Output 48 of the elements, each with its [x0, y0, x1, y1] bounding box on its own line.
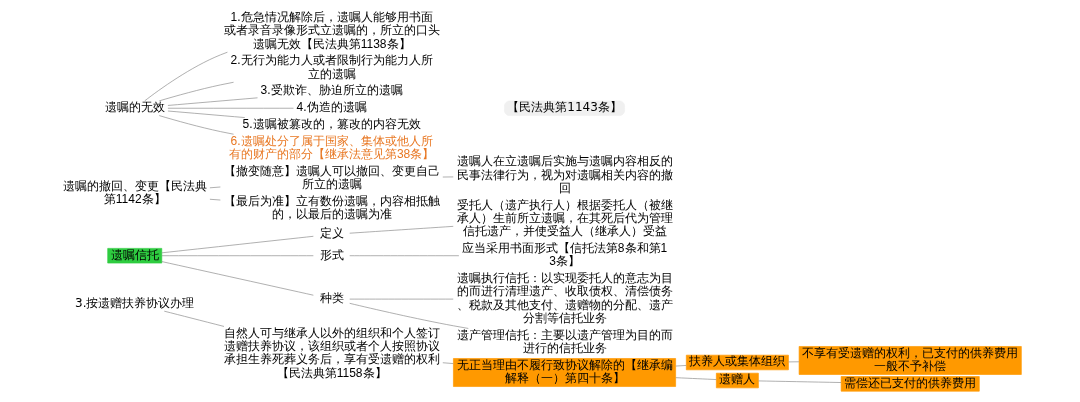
connector: [441, 176, 454, 178]
node-box: 遗赠人: [715, 372, 759, 389]
connector: [143, 51, 228, 102]
node-text: 遗嘱的撤回、变更【民法典第1142条】: [62, 178, 207, 207]
node-text: 1.危急情况解除后，遗嘱人能够用书面或者录音录像形式立遗嘱的，所立的口头遗嘱无效【民法典第1138条】: [223, 10, 440, 51]
node-text: 遗嘱的无效: [104, 100, 165, 115]
connector: [209, 186, 221, 189]
node-text: 3.按遗赠扶养协议办理: [74, 295, 194, 310]
node-box: 需偿还已支付的供养费用: [840, 376, 980, 392]
connector: [441, 362, 454, 364]
connector: [787, 361, 799, 363]
node-text: 定义: [319, 226, 344, 241]
node-text: 遗嘱执行信托：以实现委托人的意志为目的而进行清理遗产、收取债权、清偿债务、税款及其他支付、遗赠物的分配、遗产分割等信托业务: [456, 271, 673, 326]
connector: [209, 198, 221, 201]
connector: [163, 310, 224, 327]
connector: [348, 298, 454, 300]
connector: [674, 365, 687, 367]
connector: [757, 380, 841, 383]
connector: [160, 255, 314, 257]
node-text: 4.伪造的遗嘱: [296, 100, 367, 115]
connector: [348, 226, 454, 234]
node-text: 【最后为准】立有数份遗嘱，内容相抵触的，以最后的遗嘱为准: [223, 193, 440, 221]
node-text: 3.受欺诈、胁迫所立的遗嘱: [260, 83, 403, 98]
node-box: 不享有受遗赠的权利，已支付的供养费用一般不予补偿: [798, 346, 1022, 375]
node-text: 自然人可与继承人以外的组织和个人签订遗赠扶养协议，该组织或者个人按照协议承担生养死葬义务后，享有受遗赠的权利【民法典第1158条】: [223, 325, 440, 380]
node-text: 5.遗嘱被篡改的，篡改的内容无效: [242, 116, 421, 131]
node-text: 形式: [319, 247, 344, 262]
connector: [167, 110, 245, 118]
node-box: 扶养人或集体组织: [685, 354, 789, 371]
connector: [158, 115, 234, 135]
node-text: 遗嘱人在立遗嘱后实施与遗嘱内容相反的民事法律行为，视为对遗嘱相关内容的撤回: [456, 154, 673, 195]
node-text: 种类: [319, 291, 344, 306]
connector: [348, 302, 469, 329]
node-text: 遗产管理信托：主要以遗产管理为目的而进行的信托业务: [456, 327, 673, 356]
node-text: 6.遗嘱处分了属于国家、集体或他人所有的财产的部分【继承法意见第38条】: [228, 133, 434, 161]
connector: [160, 235, 314, 254]
connector: [674, 377, 717, 380]
node-text: 应当采用书面形式【信托法第8条和第13条】: [461, 240, 667, 269]
connector: [158, 81, 234, 102]
node-text: 2.无行为能力人或者限制行为能力人所立的遗嘱: [230, 53, 433, 81]
connector: [167, 97, 258, 106]
connector: [348, 255, 459, 257]
connector: [160, 261, 314, 296]
node-text: 【撤变随意】遗嘱人可以撤回、变更自己所立的遗嘱: [223, 163, 440, 191]
node-text: 受托人（遗产执行人）根据委托人（被继承人）生前所立遗嘱，在其死后代为管理信托遗产，并使受益人（继承人）受益: [456, 197, 673, 239]
connector: [167, 107, 294, 109]
node-box: 遗嘱信托: [106, 248, 162, 264]
node-box: 无正当理由不履行致协议解除的【继承编解释（一）第四十条】: [452, 358, 676, 387]
